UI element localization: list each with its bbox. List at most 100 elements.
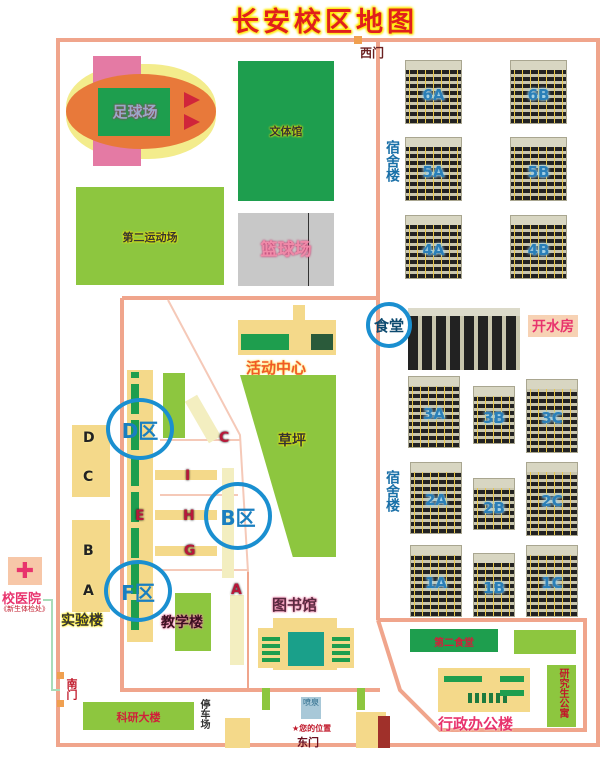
- dorm-5a[interactable]: 5A: [405, 137, 462, 201]
- culture-gym-label: 文体馆: [269, 125, 303, 138]
- canteen-label: 食堂: [373, 316, 404, 335]
- dorm-label: 2B: [483, 499, 505, 517]
- activity-center-building[interactable]: [238, 300, 336, 355]
- block-g-label: G: [184, 543, 196, 559]
- dorm-1a[interactable]: 1A: [410, 545, 462, 617]
- teaching-block-a[interactable]: [230, 595, 244, 665]
- dorm-label: 3A: [422, 405, 446, 423]
- dorm-1c[interactable]: 1C: [526, 545, 578, 617]
- south-gate[interactable]: 南门: [65, 678, 78, 700]
- teaching-block-h[interactable]: [155, 510, 217, 520]
- lab-block-c-label: C: [83, 469, 94, 485]
- basketball-court-label: 篮球场: [260, 240, 312, 260]
- gate-marker: [354, 36, 362, 44]
- culture-gym[interactable]: 文体馆: [238, 61, 334, 201]
- dorm-label: 6A: [422, 85, 445, 104]
- dorm-label: 5A: [422, 162, 445, 181]
- east-gate[interactable]: 东门: [297, 736, 319, 749]
- dorm-3c[interactable]: 3C: [526, 379, 578, 453]
- green-field: [514, 630, 576, 654]
- dorm-label: 5B: [527, 162, 550, 181]
- green-strip: [357, 688, 365, 710]
- map-title: 长安校区地图: [232, 7, 418, 38]
- hospital-note: 《新生体检处》: [0, 605, 49, 613]
- dorm-1b[interactable]: 1B: [473, 553, 515, 617]
- dorm-4a[interactable]: 4A: [405, 215, 462, 279]
- block-i-label: I: [185, 468, 191, 484]
- library-label: 图书馆: [272, 596, 318, 614]
- gate-building-left: [225, 718, 250, 748]
- dorm-label-north: 宿舍楼: [384, 140, 400, 182]
- block-c-label: C: [219, 430, 230, 446]
- zone-d-label: D区: [121, 418, 159, 443]
- zone-d-marker[interactable]: D区: [106, 398, 174, 460]
- zone-b-marker[interactable]: B区: [204, 482, 272, 550]
- dorm-label: 2C: [541, 491, 563, 510]
- dorm-6b[interactable]: 6B: [510, 60, 567, 124]
- teaching-windows: [131, 372, 139, 630]
- admin-building[interactable]: [438, 668, 530, 712]
- block-h-label: H: [183, 508, 195, 524]
- lab-block-dc[interactable]: [72, 425, 110, 497]
- hospital-label[interactable]: 校医院: [2, 592, 42, 607]
- dorm-label: 1B: [483, 578, 505, 597]
- hospital-cross-icon: ✚: [8, 557, 42, 585]
- fountain[interactable]: 喷泉: [301, 697, 321, 719]
- dorm-label: 6B: [527, 85, 550, 104]
- canteen-marker[interactable]: 食堂: [366, 302, 412, 348]
- dorm-2b[interactable]: 2B: [473, 478, 515, 530]
- activity-center-label: 活动中心: [246, 359, 307, 377]
- dorm-5b[interactable]: 5B: [510, 137, 567, 201]
- dorm-label: 3B: [483, 409, 505, 428]
- dorm-2c[interactable]: 2C: [526, 462, 578, 536]
- grad-apartment[interactable]: 研究生公寓: [547, 665, 576, 727]
- gate-marker: [57, 700, 64, 707]
- second-canteen-label: 第二食堂: [434, 638, 474, 649]
- teaching-block-g[interactable]: [155, 546, 217, 556]
- basketball-court[interactable]: 篮球场: [238, 213, 334, 286]
- parking-label[interactable]: 停车场: [198, 699, 209, 729]
- lawn-label: 草坪: [278, 433, 306, 449]
- block-a-label: A: [231, 582, 242, 598]
- canteen-building[interactable]: [408, 308, 520, 370]
- zone-b-label: B区: [220, 505, 256, 530]
- second-sports-field[interactable]: 第二运动场: [76, 187, 224, 285]
- lab-block-a-label: A: [83, 583, 94, 599]
- green-strip: [262, 688, 270, 710]
- hospital-path: [43, 599, 60, 691]
- research-building-label: 科研大楼: [116, 711, 161, 724]
- grad-apartment-label: 研究生公寓: [557, 668, 568, 718]
- teaching-block-i[interactable]: [155, 470, 217, 480]
- football-field-label: 足球场: [112, 103, 158, 121]
- lab-block-ba[interactable]: [72, 520, 110, 612]
- teaching-courtyard: [175, 593, 211, 651]
- dorm-3a[interactable]: 3A: [408, 376, 460, 448]
- gate-tower: [378, 716, 390, 748]
- second-canteen[interactable]: 第二食堂: [410, 629, 498, 652]
- teaching-building-label: 教学楼: [161, 615, 203, 631]
- admin-road: [376, 618, 587, 732]
- dorm-label: 4A: [422, 240, 445, 259]
- you-are-here: ★您的位置: [292, 724, 332, 733]
- dorm-label: 4B: [527, 240, 550, 259]
- dorm-label: 1A: [424, 574, 448, 592]
- dorm-3b[interactable]: 3B: [473, 386, 515, 444]
- library-building[interactable]: [258, 618, 354, 670]
- dorm-label: 1C: [541, 574, 563, 592]
- west-gate[interactable]: 西门: [360, 46, 385, 60]
- dorm-2a[interactable]: 2A: [410, 462, 462, 534]
- gate-marker: [57, 672, 64, 679]
- admin-building-label: 行政办公楼: [438, 715, 514, 733]
- dorm-label: 2A: [424, 491, 448, 509]
- zone-f-label: F区: [121, 580, 155, 605]
- block-e-label: E: [135, 508, 145, 524]
- lab-block-b-label: B: [83, 543, 94, 559]
- research-building[interactable]: 科研大楼: [83, 702, 194, 730]
- football-field[interactable]: 足球场: [66, 56, 216, 166]
- hot-water-room[interactable]: 开水房: [528, 315, 578, 337]
- zone-f-marker[interactable]: F区: [104, 560, 172, 622]
- dorm-6a[interactable]: 6A: [405, 60, 462, 124]
- lab-building-label: 实验楼: [61, 613, 103, 629]
- dorm-label: 3C: [541, 408, 563, 427]
- dorm-4b[interactable]: 4B: [510, 215, 567, 279]
